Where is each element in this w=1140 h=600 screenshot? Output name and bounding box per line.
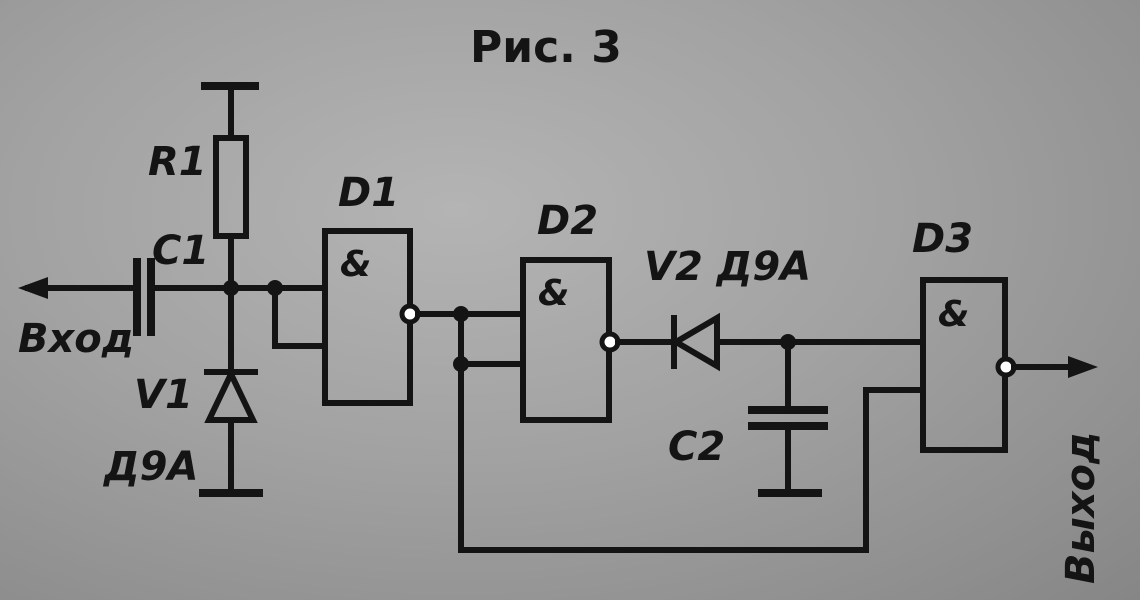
label-d3: D3: [912, 216, 973, 262]
label-c1: C1: [152, 228, 209, 274]
label-output: Выход: [1058, 432, 1104, 584]
label-d2: D2: [537, 198, 598, 244]
label-v1-type: Д9А: [102, 444, 198, 490]
output-arrow: [1068, 356, 1098, 378]
diode-v2-triangle: [670, 312, 720, 372]
d1-and-symbol: &: [340, 244, 371, 285]
input-arrow: [18, 277, 48, 299]
figure-title: Рис. 3: [470, 22, 622, 73]
junction-dot: [223, 280, 239, 296]
d3-and-symbol: &: [938, 294, 969, 335]
feedback-wire: [458, 361, 926, 553]
label-v2: V2 Д9А: [644, 244, 811, 290]
d1-input-tie-wire: [272, 285, 328, 349]
d2-and-symbol: &: [538, 273, 569, 314]
label-c2: C2: [668, 424, 725, 470]
label-input: Вход: [18, 316, 134, 362]
label-d1: D1: [338, 170, 399, 216]
label-v1: V1: [134, 372, 193, 418]
label-r1: R1: [148, 139, 207, 185]
resistor-r1: [213, 135, 249, 239]
diode-v1-triangle: [204, 367, 258, 423]
